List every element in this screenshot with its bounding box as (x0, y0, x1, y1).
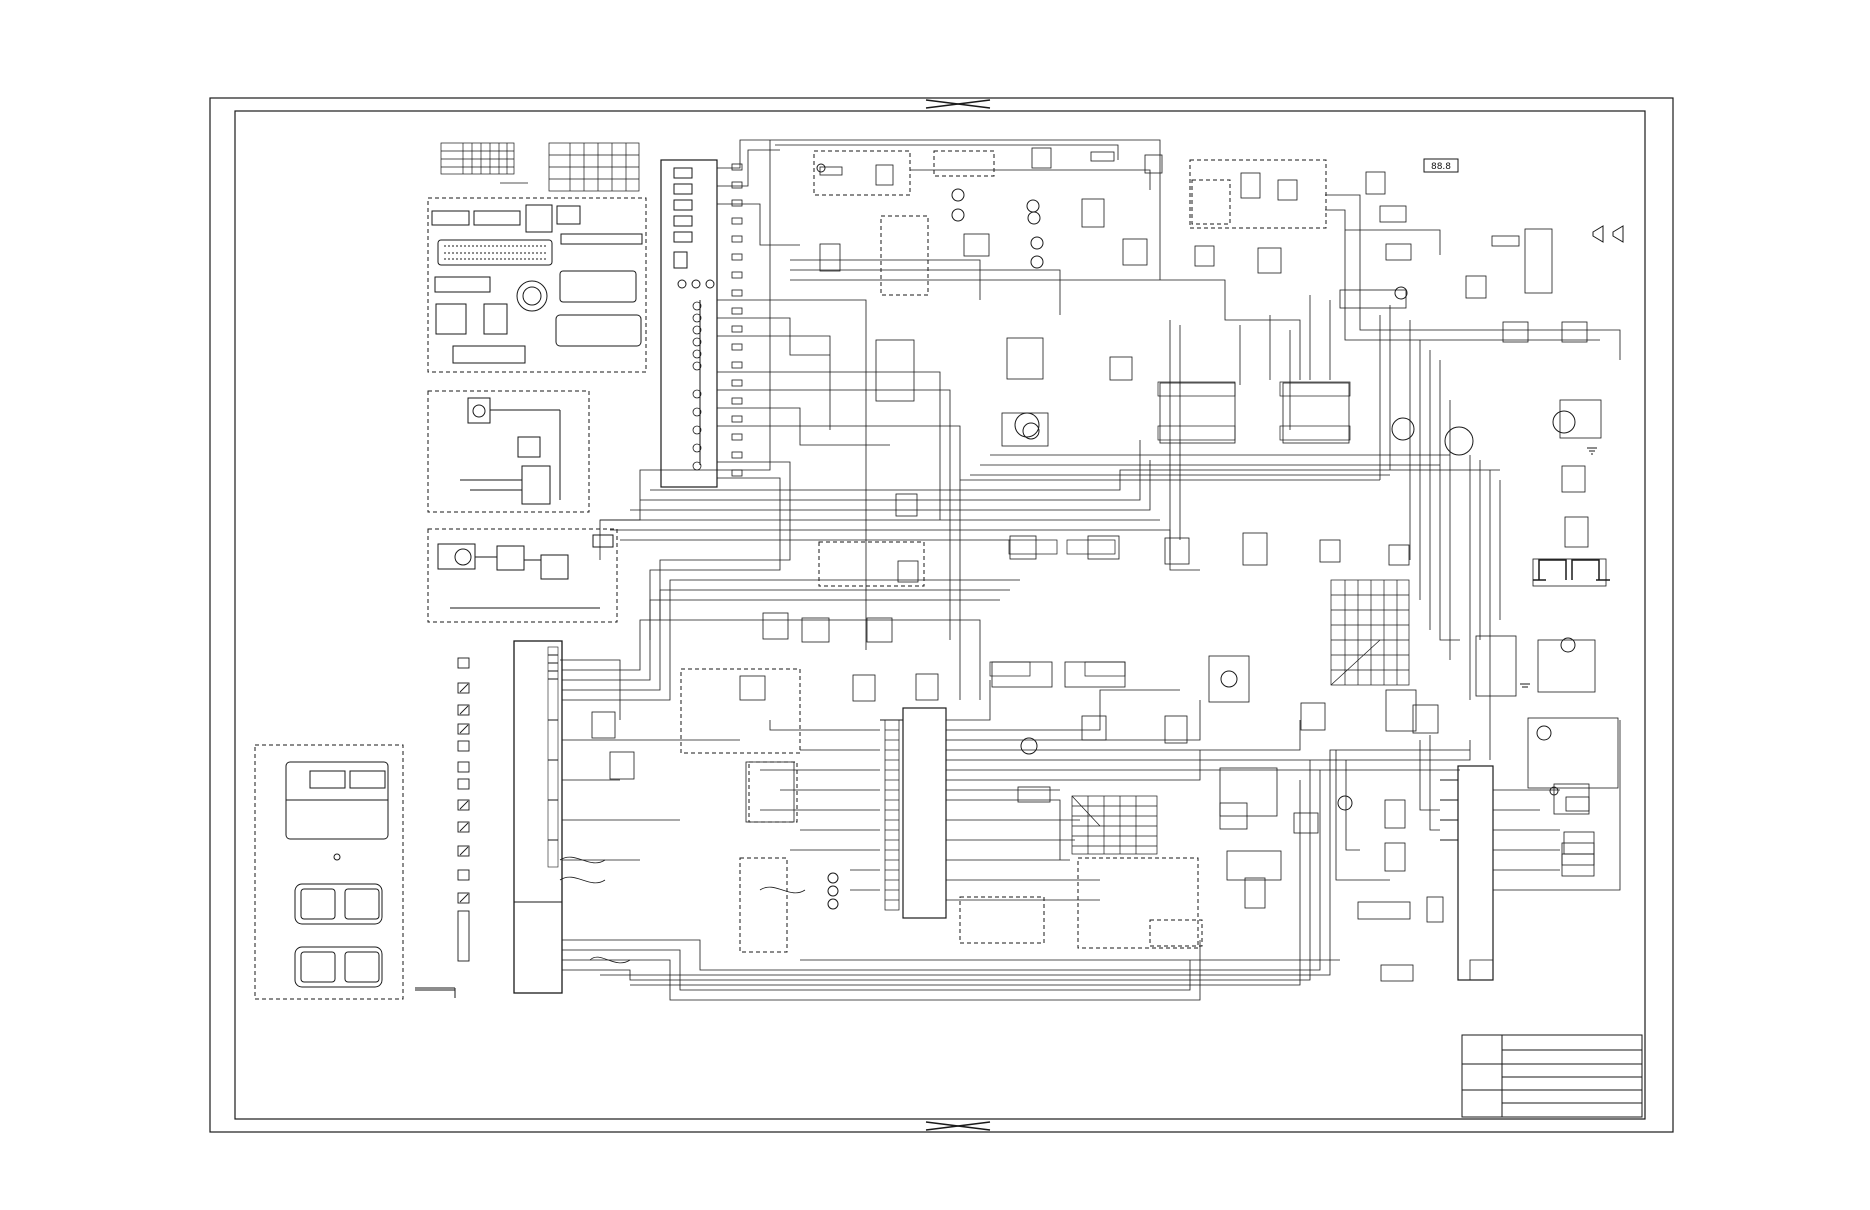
centering-mark-top (925, 99, 991, 109)
connector-block (560, 233, 643, 245)
motor-symbol (1444, 426, 1474, 456)
connector-block (483, 303, 508, 335)
centering-mark-bottom (925, 1121, 991, 1131)
relay-modules (591, 147, 1619, 982)
dashed-subcircuits (680, 150, 1327, 953)
fuse-terminals (731, 163, 743, 477)
terminal-matrix-right (1330, 579, 1410, 686)
connector-block (555, 314, 642, 347)
terminal-clusters (989, 381, 1351, 677)
terminal-matrix-center (1071, 795, 1158, 855)
display-readout: 88.8 (1431, 162, 1451, 172)
wiring-harness (559, 139, 1621, 1001)
connector-block (473, 210, 521, 226)
outer-border (209, 97, 1674, 1133)
relay-connector-column (692, 301, 702, 471)
subcircuit-box-1 (427, 390, 590, 513)
connector-block (525, 204, 553, 233)
left-sensor-column (457, 657, 470, 962)
ecu-connector (437, 239, 553, 266)
connector-block (559, 270, 637, 303)
connector-block (434, 276, 491, 293)
connector-block (431, 210, 470, 226)
title-block (1461, 1034, 1643, 1118)
connector-table-1 (440, 142, 528, 184)
ground-icon (1520, 447, 1597, 688)
round-connector (516, 280, 548, 312)
digital-display: 88.8 (1423, 158, 1459, 173)
fuse-block (660, 159, 718, 488)
ecu-connector (294, 883, 383, 925)
motor-symbol (1014, 412, 1040, 438)
main-controller-left (513, 640, 563, 994)
ecu-connector (294, 946, 383, 988)
inner-border (234, 110, 1646, 1120)
central-terminal-strip (884, 719, 900, 911)
central-controller (880, 707, 947, 919)
motors-and-sensors (816, 163, 1576, 910)
connector-block (452, 345, 526, 364)
motor-symbol (1391, 417, 1415, 441)
subcircuit-box-2 (427, 528, 618, 623)
connector-block (435, 303, 467, 335)
horn-icon (1592, 225, 1624, 243)
right-controller (1440, 765, 1494, 981)
ecu-box-lower-left (254, 744, 456, 1000)
connector-block (556, 205, 581, 225)
motor-symbol (1552, 410, 1576, 434)
connector-table-2 (548, 142, 640, 192)
connector-catalogue (427, 197, 647, 373)
battery-icon (1533, 559, 1610, 581)
